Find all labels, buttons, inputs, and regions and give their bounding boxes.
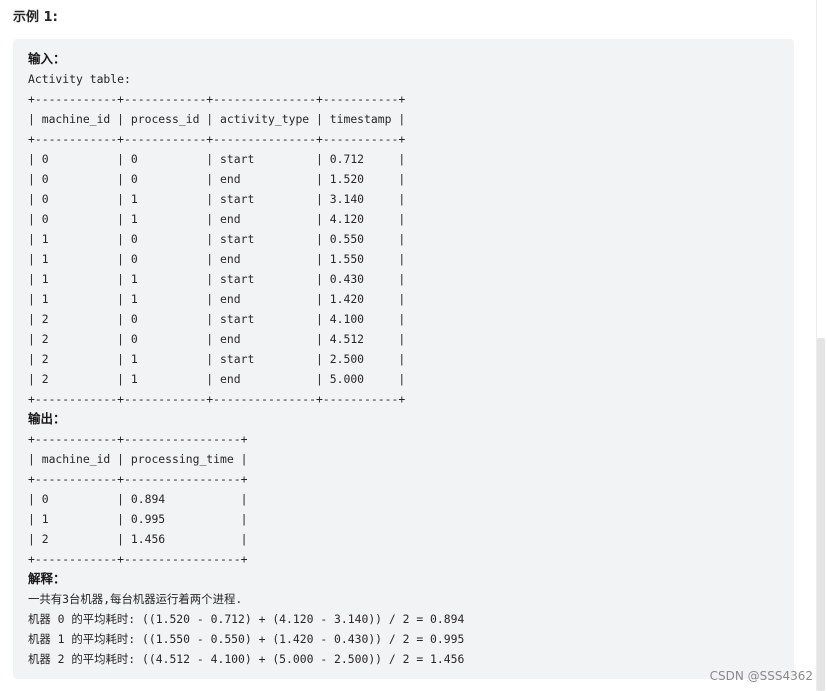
- table-row: | 0 | 1 | end | 4.120 |: [28, 212, 406, 226]
- explanation-line: 机器 1 的平均耗时: ((1.550 - 0.550) + (1.420 - …: [28, 632, 465, 646]
- input-heading: 输入：: [28, 51, 66, 66]
- code-lines: 输入： Activity table: +------------+------…: [28, 49, 464, 669]
- table-row: | 2 | 0 | start | 4.100 |: [28, 312, 406, 326]
- table-border-line: +------------+------------+-------------…: [28, 92, 406, 106]
- table-row: | 1 | 0 | start | 0.550 |: [28, 232, 406, 246]
- explanation-line: 机器 2 的平均耗时: ((4.512 - 4.100) + (5.000 - …: [28, 652, 465, 666]
- output-heading: 输出：: [28, 411, 66, 426]
- table-row: | 1 | 0 | end | 1.550 |: [28, 252, 406, 266]
- table-border-line: +------------+-----------------+: [28, 432, 248, 446]
- table-row: | 0 | 0.894 |: [28, 492, 248, 506]
- watermark: CSDN @SSS4362: [709, 669, 813, 683]
- table-border-line: +------------+-----------------+: [28, 472, 248, 486]
- table-row: | 1 | 1 | end | 1.420 |: [28, 292, 406, 306]
- table-border-line: +------------+-----------------+: [28, 552, 248, 566]
- table-row: | 2 | 0 | end | 4.512 |: [28, 332, 406, 346]
- explanation-heading: 解释：: [28, 571, 66, 586]
- table-header-line: | machine_id | processing_time |: [28, 452, 248, 466]
- table-row: | 0 | 0 | end | 1.520 |: [28, 172, 406, 186]
- table-row: | 1 | 1 | start | 0.430 |: [28, 272, 406, 286]
- explanation-line: 机器 0 的平均耗时: ((1.520 - 0.712) + (4.120 - …: [28, 612, 465, 626]
- table-row: | 0 | 0 | start | 0.712 |: [28, 152, 406, 166]
- explanation-line: 一共有3台机器,每台机器运行着两个进程.: [28, 592, 243, 606]
- input-line: Activity table:: [28, 72, 131, 86]
- example-code-block: 输入： Activity table: +------------+------…: [13, 39, 794, 679]
- table-row: | 0 | 1 | start | 3.140 |: [28, 192, 406, 206]
- table-border-line: +------------+------------+-------------…: [28, 392, 406, 406]
- table-border-line: +------------+------------+-------------…: [28, 132, 406, 146]
- table-row: | 2 | 1.456 |: [28, 532, 248, 546]
- scrollbar-divider: [816, 0, 817, 691]
- table-row: | 2 | 1 | start | 2.500 |: [28, 352, 406, 366]
- scrollbar-thumb[interactable]: [817, 338, 825, 691]
- table-row: | 1 | 0.995 |: [28, 512, 248, 526]
- example-title: 示例 1:: [13, 10, 58, 25]
- table-header-line: | machine_id | process_id | activity_typ…: [28, 112, 406, 126]
- table-row: | 2 | 1 | end | 5.000 |: [28, 372, 406, 386]
